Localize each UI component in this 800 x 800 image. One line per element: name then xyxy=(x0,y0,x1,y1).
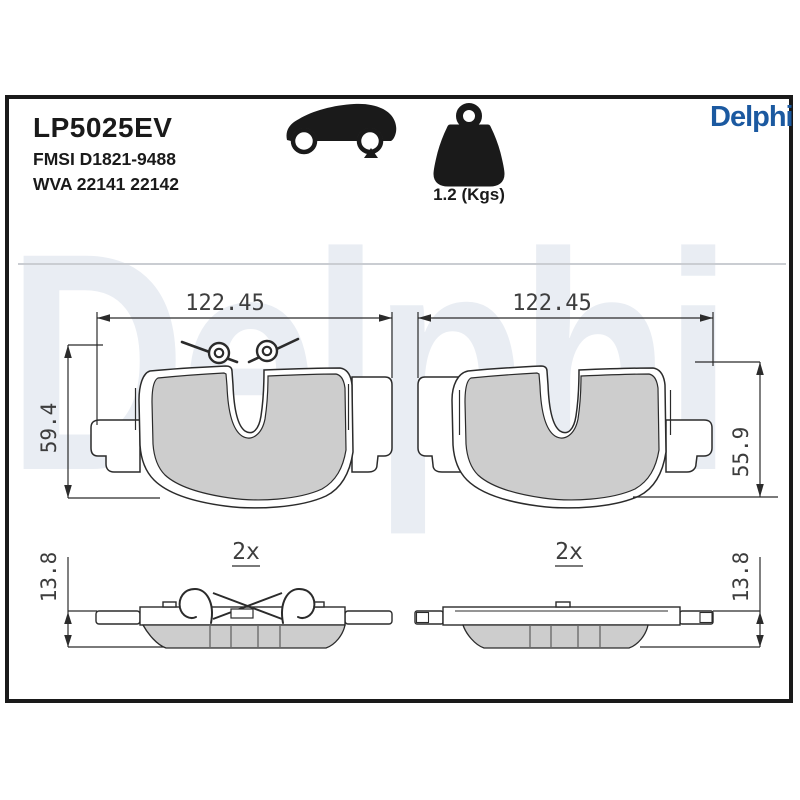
weight-icon xyxy=(433,103,505,187)
right-height-label: 55.9 xyxy=(729,427,753,478)
dim-right-width: 122.45 xyxy=(417,291,714,378)
dim-right-thickness: 13.8 xyxy=(640,552,764,648)
fmsi-reference: FMSI D1821-9488 xyxy=(33,149,176,169)
dimensions: 122.45 122.45 59.4 xyxy=(37,291,778,648)
left-width-label: 122.45 xyxy=(185,291,264,316)
dim-right-height: 55.9 xyxy=(633,361,778,498)
part-number: LP5025EV xyxy=(33,112,173,143)
weight-value: 1.2 (Kgs) xyxy=(433,185,505,204)
friction-material xyxy=(462,624,649,649)
friction-material xyxy=(141,624,346,649)
friction-material xyxy=(151,372,347,501)
rear-axle-arrow-icon xyxy=(364,148,378,158)
rear-wheel xyxy=(356,127,384,155)
right-width-label: 122.45 xyxy=(512,291,591,316)
right-lug xyxy=(665,419,713,473)
delphi-logo: Delphi xyxy=(710,101,794,133)
wva-reference: WVA 22141 22142 xyxy=(33,174,179,194)
left-pad-side-view xyxy=(95,587,393,649)
right-pad-front-view xyxy=(417,365,713,509)
left-thickness-label: 13.8 xyxy=(37,552,61,603)
left-height-label: 59.4 xyxy=(37,403,61,454)
car-icon xyxy=(286,103,397,158)
left-lug xyxy=(90,419,141,473)
quantity-labels: 2x 2x xyxy=(232,539,583,567)
retaining-springs-side xyxy=(178,587,316,624)
header-separator-line xyxy=(18,263,786,265)
right-lug xyxy=(351,376,393,473)
left-lug xyxy=(417,376,463,473)
front-wheel xyxy=(290,127,318,155)
right-thickness-label: 13.8 xyxy=(729,552,753,603)
right-quantity-label: 2x xyxy=(555,539,583,565)
right-pad-side-view xyxy=(414,601,714,649)
dim-left-width: 122.45 xyxy=(96,291,393,425)
left-quantity-label: 2x xyxy=(232,539,260,565)
left-pad-front-view xyxy=(90,337,393,509)
friction-material xyxy=(464,372,660,501)
dim-left-height: 59.4 xyxy=(37,344,160,499)
dim-left-thickness: 13.8 xyxy=(37,552,163,648)
retaining-springs xyxy=(180,337,300,365)
